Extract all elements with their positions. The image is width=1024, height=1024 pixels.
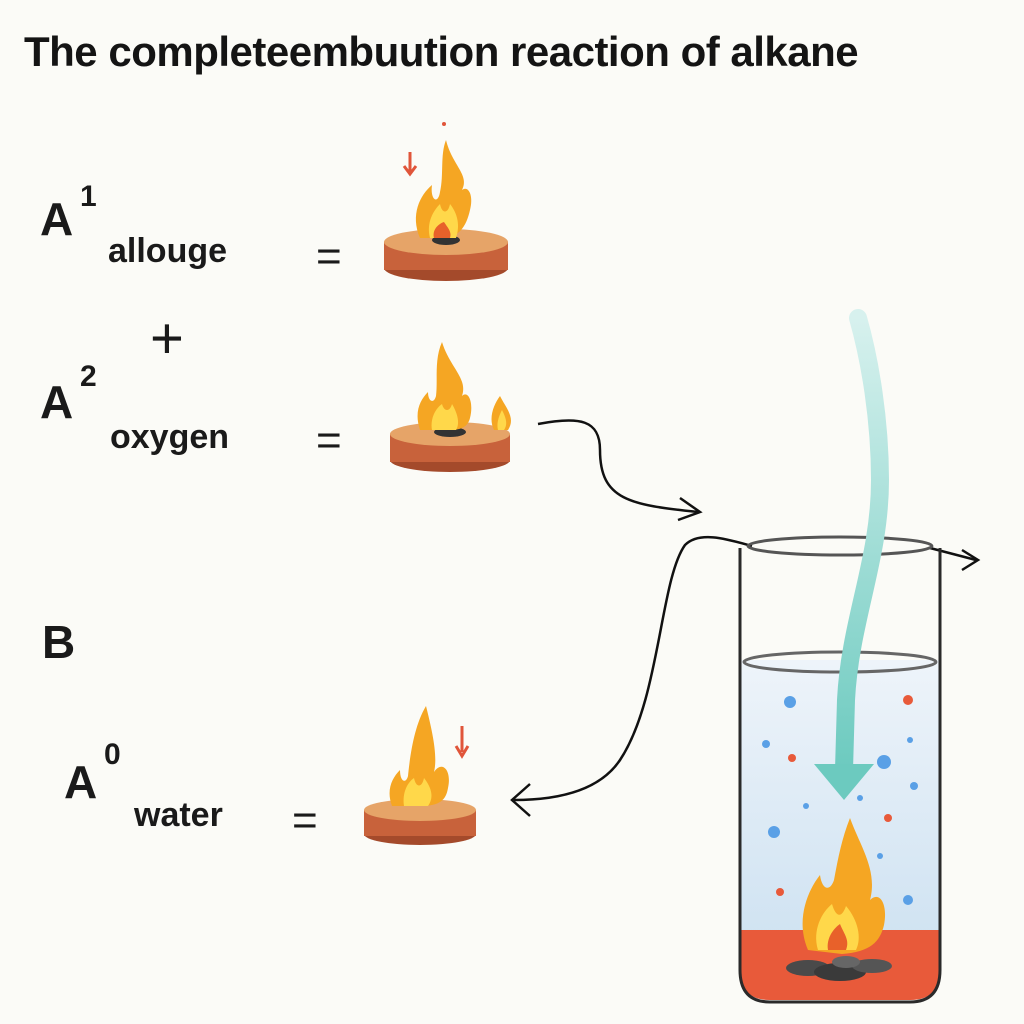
steam-arrow <box>814 309 890 800</box>
row3-equals: = <box>292 796 318 845</box>
row1-superscript: 1 <box>80 180 97 213</box>
row3-letter: A <box>64 756 98 808</box>
burner-flame-icon <box>390 342 511 472</box>
row1-letter: A <box>40 193 74 245</box>
diagram-title: The completeembuution reaction of alkane <box>24 28 859 75</box>
return-arrow <box>513 536 753 802</box>
burner-flame-icon <box>364 706 476 845</box>
flame-icon <box>802 818 886 954</box>
row2-label: oxygen <box>110 418 230 456</box>
test-tube <box>738 535 942 1004</box>
row2-superscript: 2 <box>80 360 97 393</box>
row2-letter: A <box>40 376 74 428</box>
row1-label: allouge <box>108 232 228 270</box>
row3-label: water <box>134 796 223 834</box>
connector-arrow <box>537 419 699 514</box>
row1-equals: = <box>316 232 342 281</box>
row3-superscript: 0 <box>104 738 121 771</box>
row2-equals: = <box>316 416 342 465</box>
plus-sign: + <box>150 306 184 371</box>
burner-flame-icon <box>384 122 508 281</box>
section-b-label: B <box>42 616 76 668</box>
coal-icon <box>786 956 892 981</box>
